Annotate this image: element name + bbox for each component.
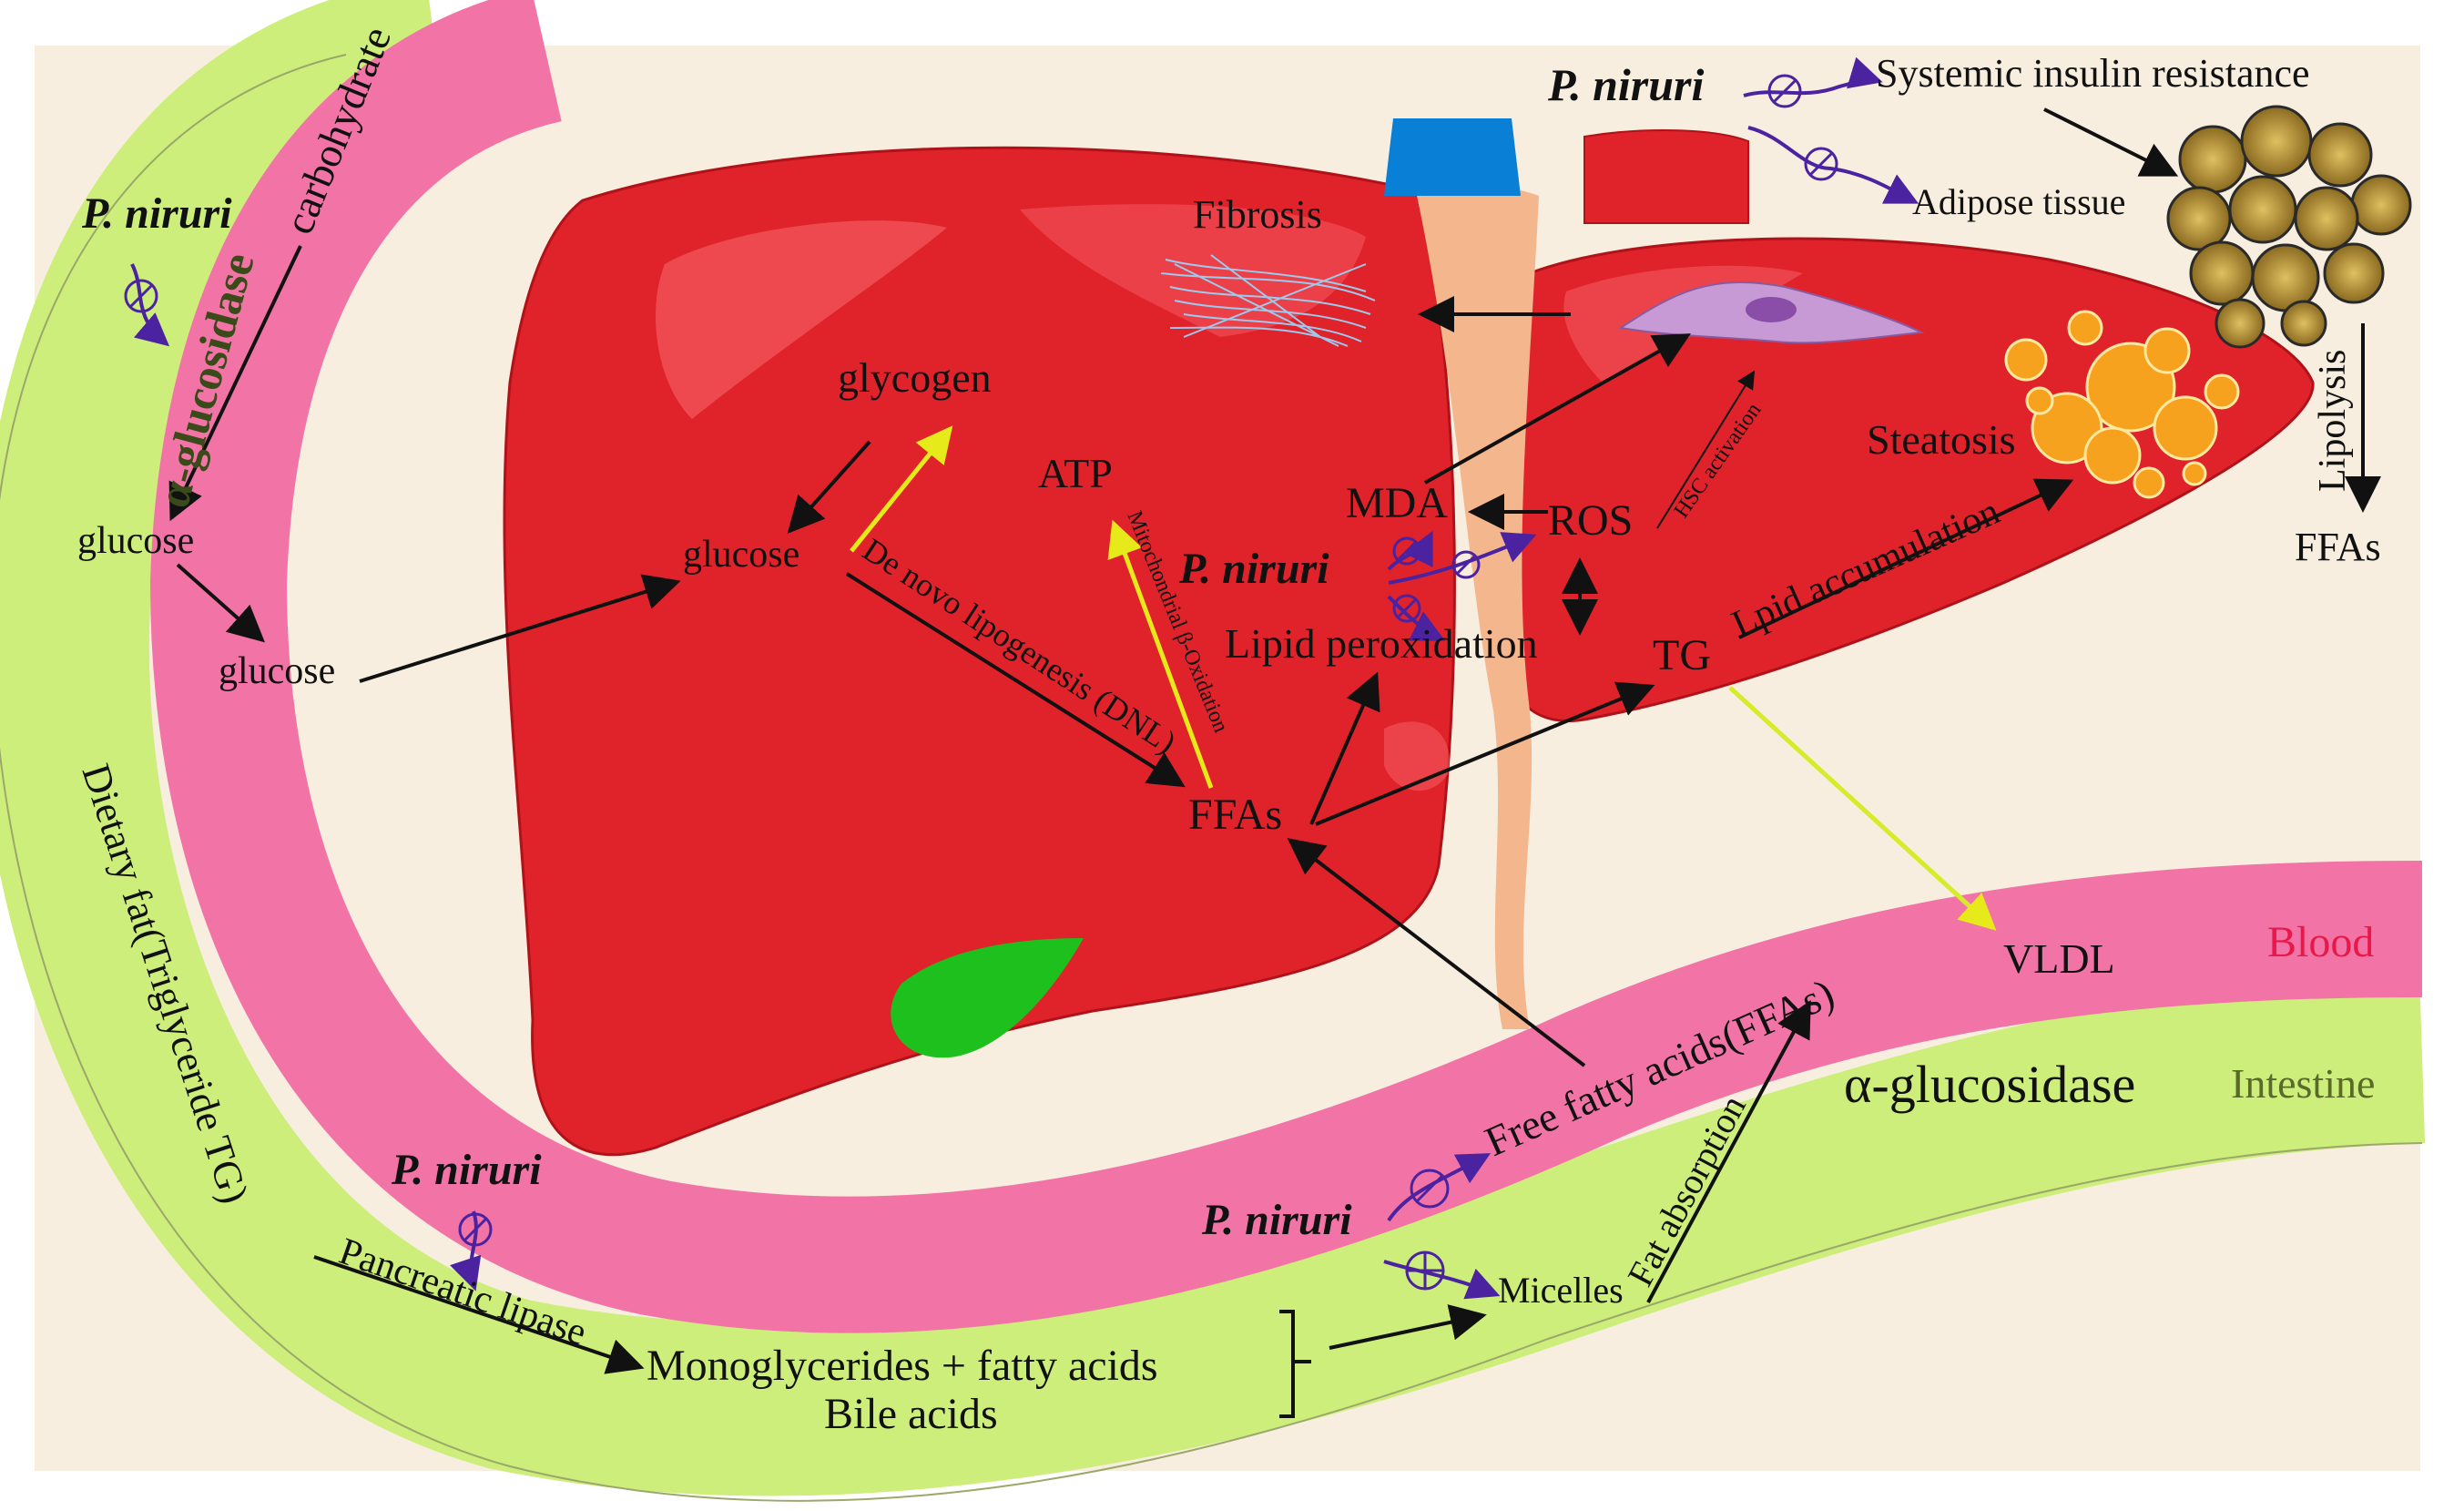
blood-label: Blood: [2267, 918, 2374, 966]
glucose-intestine-label: glucose: [77, 520, 194, 562]
fibrosis-fibers: [1160, 254, 1376, 347]
lipid-peroxidation-label: Lipid peroxidation: [1225, 620, 1538, 667]
adipose-tissue-label: Adipose tissue: [1912, 181, 2125, 222]
lipolysis-label: Lipolysis: [2312, 350, 2354, 492]
circle-slash-inhibition-icon: [124, 74, 1838, 1247]
pniruri-label-center: P. niruri: [1178, 545, 1329, 593]
glucose-liver-label: glucose: [683, 534, 799, 576]
intestine-band: [0, 0, 2426, 1496]
pniruri-label-topleft: P. niruri: [81, 189, 232, 238]
intestine-outline: [0, 54, 2423, 1502]
glucose-blood-label: glucose: [219, 650, 335, 692]
gallbladder: [891, 938, 1084, 1058]
monoglycerides-label: Monoglycerides + fatty acids: [647, 1342, 1158, 1390]
aorta: [1583, 129, 1749, 224]
alpha-glucosidase-right-label: α-glucosidase: [1844, 1055, 2135, 1114]
ffas-liver-label: FFAs: [1188, 791, 1282, 839]
pniruri-label-bottom-center: P. niruri: [1201, 1196, 1352, 1244]
atp-label: ATP: [1038, 450, 1113, 496]
pniruri-label-topright: P. niruri: [1547, 59, 1705, 110]
systemic-insulin-resistance-label: Systemic insulin resistance: [1876, 51, 2310, 96]
blood-band: [149, 0, 2423, 1333]
vldl-label: VLDL: [2003, 935, 2115, 982]
pniruri-label-bottom-left: P. niruri: [391, 1146, 542, 1194]
steatosis-label: Steatosis: [1867, 416, 2016, 463]
ros-label: ROS: [1548, 496, 1633, 545]
adipose-tissue-icon: [2166, 105, 2412, 349]
micelles-label: Micelles: [1498, 1270, 1624, 1311]
vena-cava: [1384, 118, 1521, 196]
fibrosis-label: Fibrosis: [1193, 192, 1322, 237]
bile-acids-label: Bile acids: [824, 1390, 998, 1438]
ligament: [1416, 185, 1539, 1029]
tg-label: TG: [1653, 631, 1711, 679]
steatosis-droplets: [2004, 310, 2240, 499]
liver-highlight-4: [1384, 721, 1450, 791]
liver-highlight-2: [1020, 204, 1366, 337]
yellow-arrows: [850, 425, 1997, 931]
hepatic-stellate-cell-icon: [1618, 281, 1925, 344]
liver-highlight-1: [656, 220, 947, 419]
intestine-label: Intestine: [2231, 1060, 2375, 1107]
mda-label: MDA: [1346, 479, 1448, 527]
circle-plus-promotion-icon: [1405, 1251, 1445, 1291]
ffas-right-label: FFAs: [2295, 525, 2381, 569]
pathway-arrows: [168, 107, 2381, 1418]
glycogen-label: glycogen: [838, 354, 992, 401]
